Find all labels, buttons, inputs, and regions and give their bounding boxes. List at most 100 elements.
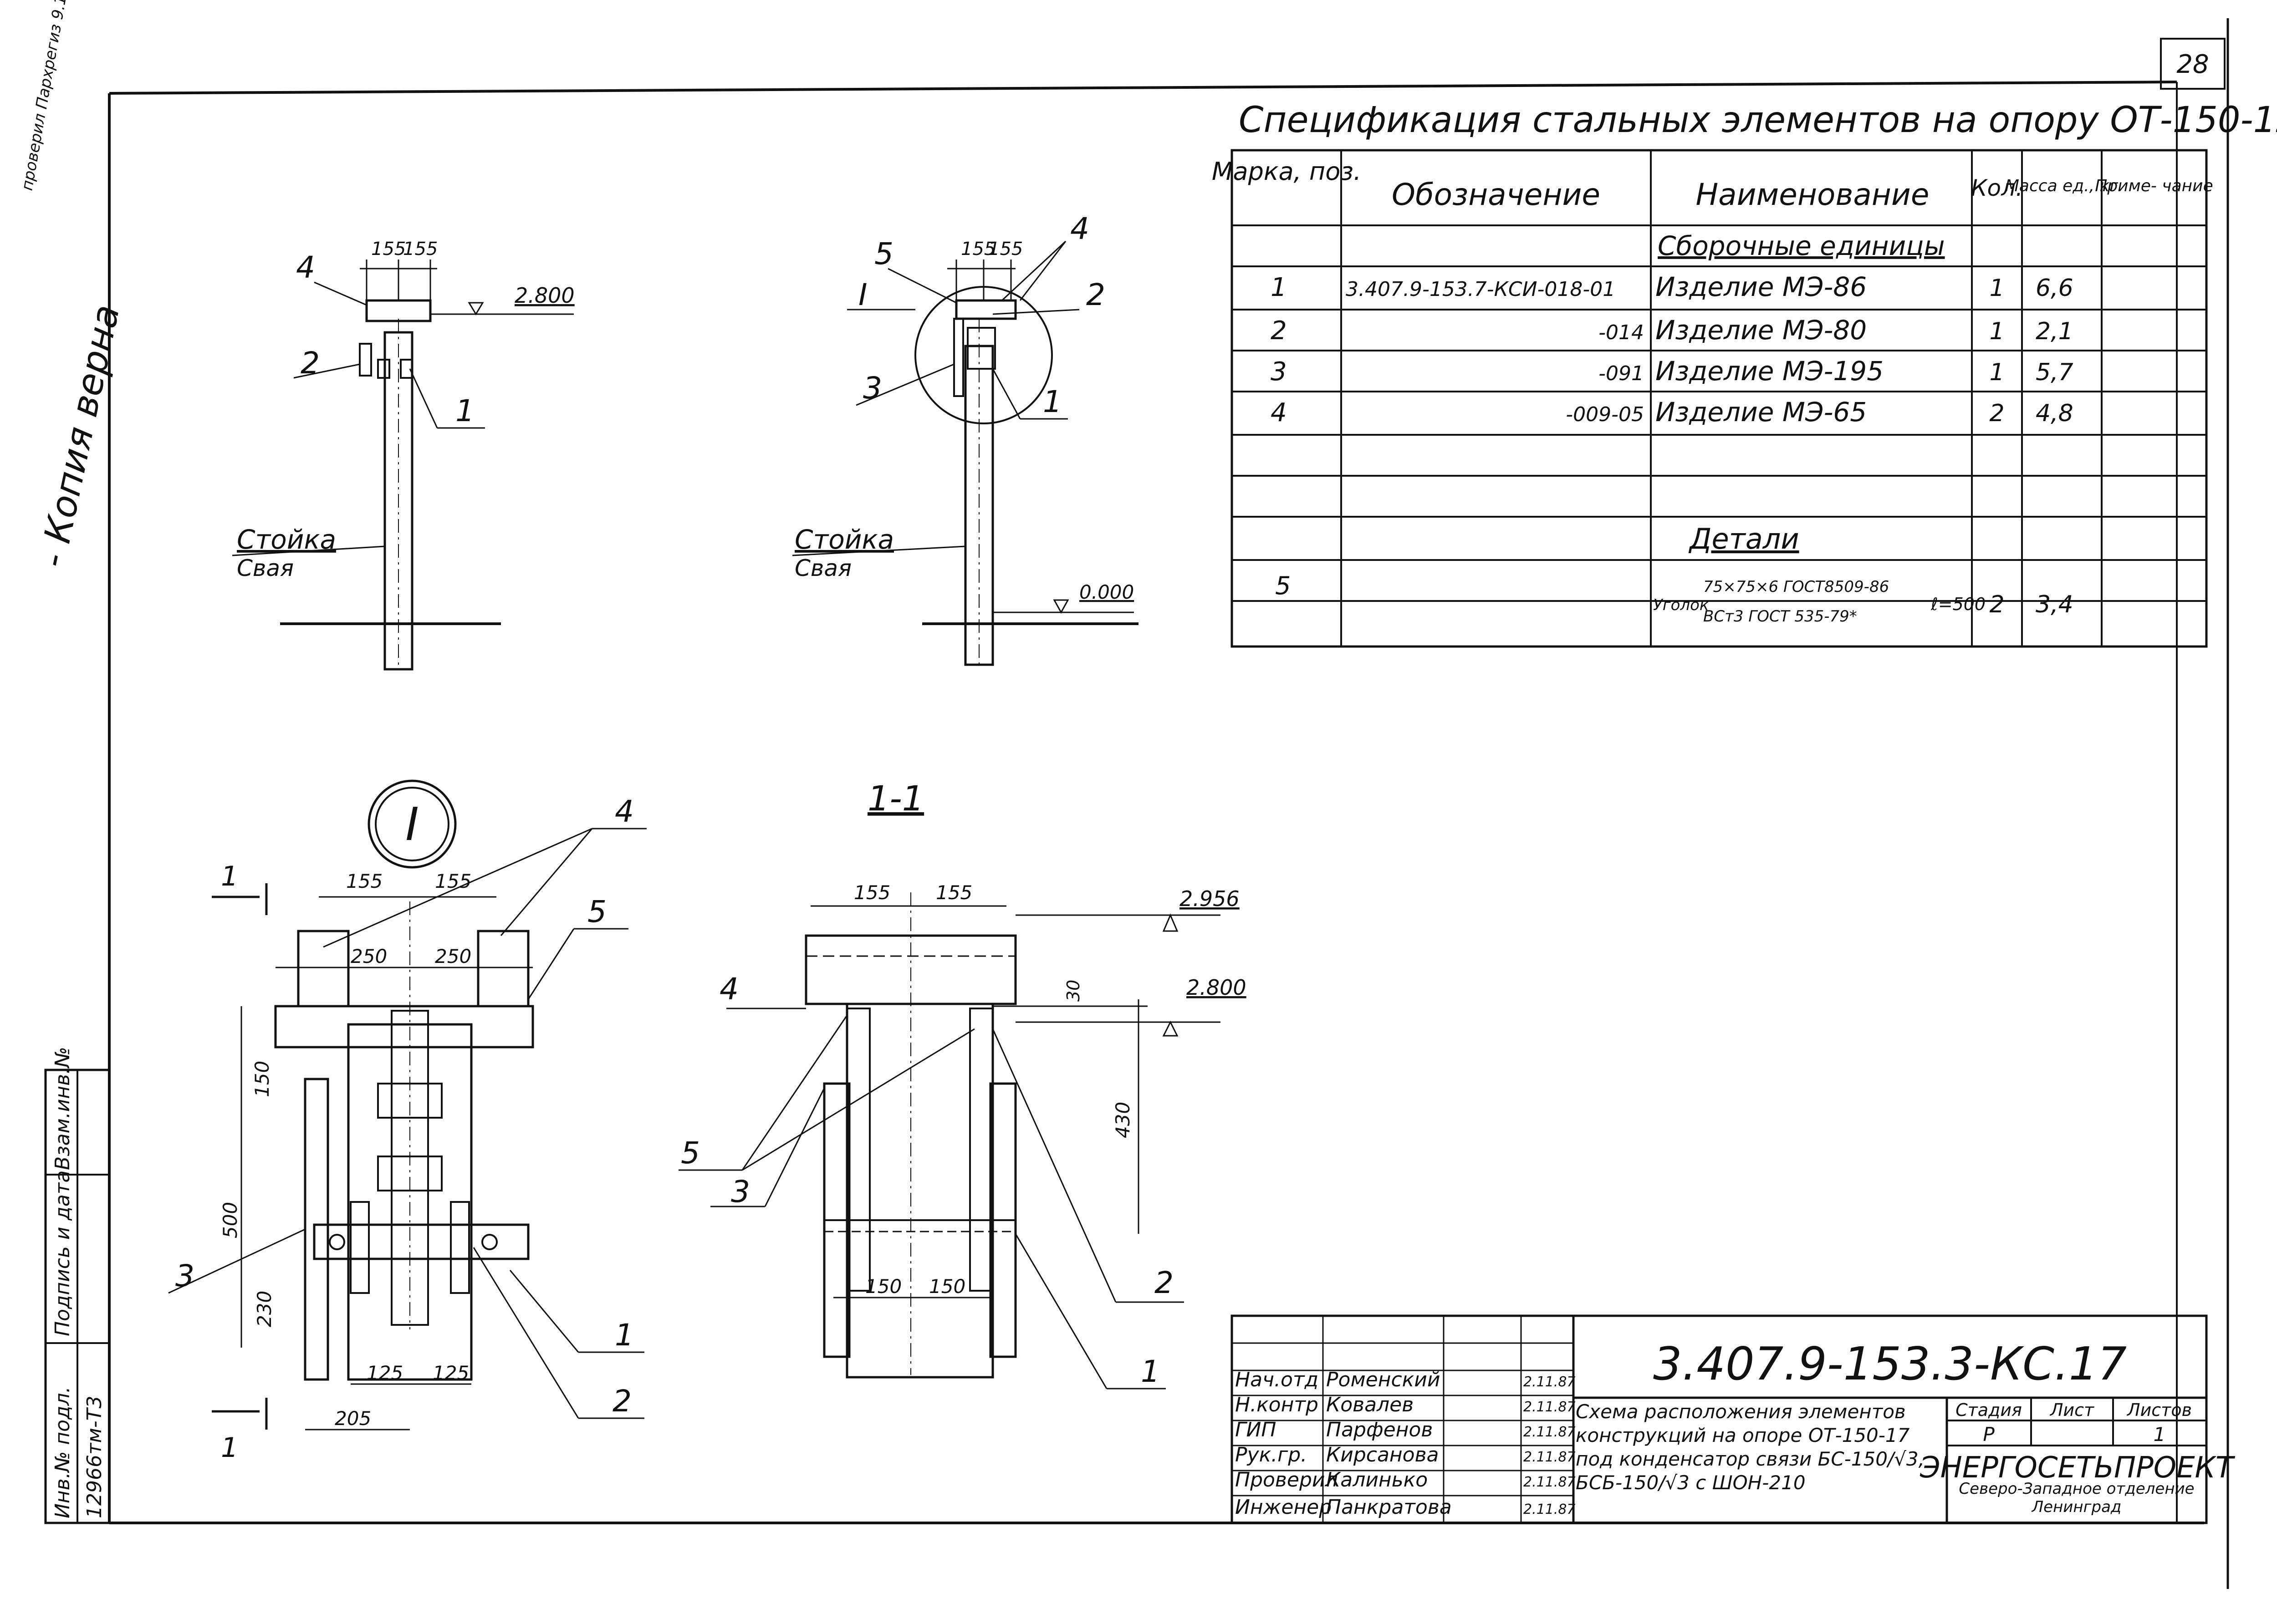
inv-no-label: Инв.№ подл. — [51, 1386, 74, 1518]
node-marker: I — [405, 798, 419, 851]
sec-dim-2: 30 — [1063, 980, 1083, 1002]
mt-pos5: 5 — [874, 236, 893, 271]
mt-label-pile: Свая — [795, 555, 852, 581]
mt-dim1: 155 — [961, 239, 996, 260]
sec-dim-4: 150 — [865, 1275, 902, 1298]
sheet-number: 28 — [2176, 50, 2209, 79]
sec-pos2: 2 — [1154, 1265, 1174, 1300]
sheet-number-box — [2160, 38, 2226, 90]
sec-dim-0: 155 — [854, 881, 890, 904]
sec-dim-5: 150 — [929, 1275, 965, 1298]
node-sec-bottom: 1 — [221, 1432, 238, 1464]
lt-dim1: 155 — [371, 239, 406, 260]
sec-elev-top: 2.956 — [1179, 886, 1240, 911]
spec-row-name: Изделие МЭ-195 — [1655, 356, 1884, 387]
node-pos4: 4 — [615, 794, 634, 829]
mt-pos4: 4 — [1070, 211, 1089, 246]
replace-inv-label: Взам.инв.№ — [51, 1047, 74, 1170]
margin-note-small: проверил Пархрегиз 9.11.87 — [18, 0, 76, 192]
org-sub-box: Северо-Западное отделение Ленинград — [1959, 1480, 2194, 1516]
sheet-frame: 28 — [108, 18, 2229, 1589]
node-sec-top: 1 — [221, 860, 238, 892]
sec-pos1: 1 — [1141, 1354, 1160, 1389]
detail-length: ℓ=500 — [1930, 594, 1986, 614]
left-strip: Инв.№ подл. Подпись и дата Взам.инв.№ 12… — [44, 1047, 111, 1524]
sign-date-label: Подпись и дата — [51, 1171, 74, 1336]
spec-row-qty: 1 — [1989, 275, 2004, 302]
node-pos5: 5 — [587, 894, 607, 929]
tb-name: Парфенов — [1326, 1418, 1433, 1441]
spec-row-name: Изделие МЭ-80 — [1655, 315, 1867, 346]
doc-description-box: Схема расположения элементов конструкций… — [1576, 1400, 1925, 1494]
spec-title: Спецификация стальных элементов на опору… — [1239, 100, 2277, 141]
node-dim-5: 500 — [219, 1202, 241, 1238]
stage-value: Р — [1983, 1423, 1995, 1446]
tb-date: 2.11.87 — [1523, 1474, 1576, 1490]
view-node-I: I 1 1 155 155 250 250 150 500 — [168, 779, 647, 1464]
mt-zero: 0.000 — [1079, 581, 1134, 603]
section-details: Детали — [1688, 522, 1799, 555]
detail-mass: 3,4 — [2036, 591, 2073, 618]
lt-dim2: 155 — [403, 239, 438, 260]
node-dim-0: 155 — [346, 870, 383, 892]
detail-circle — [914, 286, 1053, 424]
margin-note-text: - Копия верна — [31, 301, 128, 571]
sec-title: 1-1 — [868, 778, 924, 819]
tb-name: Калинько — [1326, 1468, 1428, 1492]
tb-role: Рук.гр. — [1235, 1443, 1307, 1466]
node-dim-7: 125 — [367, 1362, 403, 1384]
node-dim-1: 155 — [435, 870, 471, 892]
tb-name: Кирсанова — [1326, 1443, 1439, 1466]
lt-elev: 2.800 — [515, 283, 575, 308]
spec-row-name: Изделие МЭ-65 — [1655, 397, 1867, 428]
spec-row-mass: 5,7 — [2036, 359, 2073, 386]
sec-elev-mid: 2.800 — [1186, 975, 1246, 1000]
detail-name-top: 75×75×6 ГОСТ8509-86 — [1703, 578, 1889, 596]
spec-row-mark: 2 — [1271, 316, 1287, 346]
node-pos2: 2 — [613, 1384, 632, 1419]
node-dim-6: 230 — [253, 1291, 276, 1327]
view-mid-top: 0.000 155 155 5 4 2 I 3 1 Стойка Свая — [792, 211, 1138, 666]
detail-qty: 2 — [1989, 591, 2004, 618]
lt-label-pile: Свая — [237, 555, 294, 581]
hdr-qty: Кол. — [1971, 175, 2023, 201]
inv-value: 12966тм-Т3 — [83, 1395, 106, 1518]
tb-role: Нач.отд — [1235, 1368, 1318, 1391]
spec-rows: 1 3.407.9-153.7-КСИ-018-01 Изделие МЭ-86 1 6… — [1271, 271, 2073, 428]
tb-role: Н.контр — [1235, 1393, 1318, 1416]
detail-name-prefix: Уголок — [1653, 596, 1709, 614]
tb-role: Инженер — [1235, 1496, 1332, 1519]
spec-row-mass: 6,6 — [2036, 275, 2073, 302]
view-left-top: 155 155 2.800 4 2 1 Стойка Свая — [232, 239, 575, 671]
hdr-designation: Обозначение — [1392, 177, 1600, 212]
node-pos3: 3 — [175, 1258, 194, 1293]
view-section-1-1: 1-1 155 155 2.956 2.800 30 430 150 150 4 — [679, 778, 1246, 1390]
node-dim-3: 250 — [435, 945, 471, 967]
sec-dim-3: 430 — [1112, 1102, 1134, 1138]
node-dim-2: 250 — [351, 945, 387, 967]
doc-code: 3.407.9-153.3-КС.17 — [1653, 1337, 2127, 1390]
mt-pos3: 3 — [863, 371, 882, 406]
sec-pos5: 5 — [681, 1135, 700, 1171]
doc-description: Схема расположения элементов конструкций… — [1576, 1400, 1925, 1494]
detail-mark: 5 — [1275, 571, 1291, 600]
node-dim-9: 205 — [335, 1407, 371, 1430]
spec-row-name: Изделие МЭ-86 — [1655, 271, 1867, 302]
spec-row-qty: 1 — [1989, 359, 2004, 386]
lt-pos4: 4 — [296, 250, 315, 285]
hdr-mass: Масса ед., кг — [2005, 177, 2119, 195]
tb-date: 2.11.87 — [1523, 1502, 1576, 1517]
spec-row-designation: 3.407.9-153.7-КСИ-018-01 — [1346, 278, 1615, 301]
sec-dim-1: 155 — [936, 881, 972, 904]
detail-name-bottom: ВСт3 ГОСТ 535-79* — [1703, 607, 1857, 626]
tb-role: Проверил — [1235, 1468, 1338, 1492]
cap-beam — [365, 299, 432, 322]
spec-row-designation: -014 — [1598, 321, 1644, 344]
node-dim-4: 150 — [251, 1061, 273, 1097]
margin-note: - Копия верна проверил Пархрегиз 9.11.87 — [18, 0, 128, 571]
spec-row-qty: 2 — [1989, 400, 2004, 427]
sheets-label: Листов — [2126, 1400, 2192, 1420]
spec-row-mark: 1 — [1271, 273, 1287, 302]
